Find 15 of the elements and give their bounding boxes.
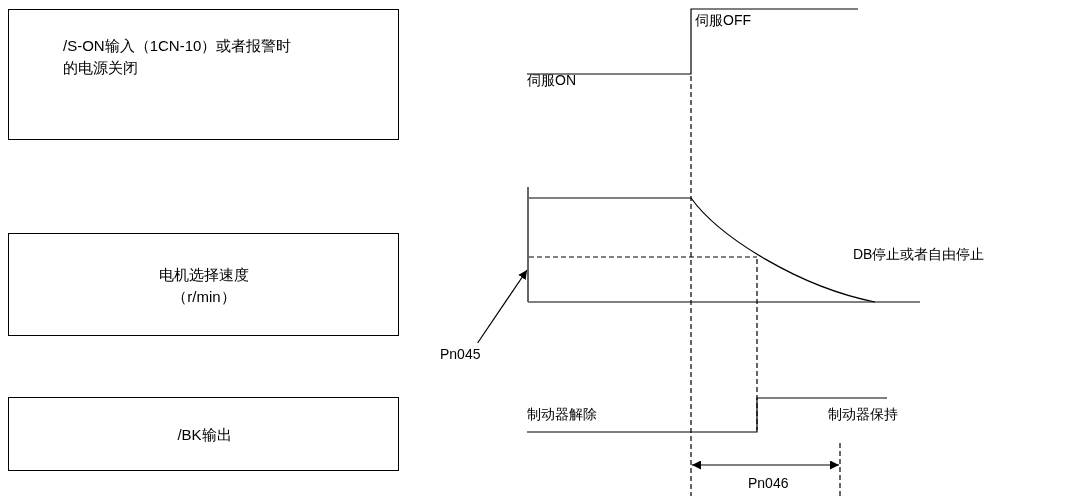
signal-state-label: 伺服OFF (695, 11, 751, 30)
speed-box (8, 233, 399, 336)
box-label: /BK输出 (176, 425, 233, 445)
box-label: 电机选择速度（r/min） (158, 265, 250, 307)
stop-mode-label: DB停止或者自由停止 (853, 245, 985, 264)
brake-state-label: 制动器解除 (527, 405, 597, 424)
speed-axis (527, 187, 529, 302)
dimension-label: Pn046 (748, 474, 789, 493)
output-box (8, 397, 399, 471)
signal-state-label: 伺服ON (527, 71, 576, 90)
leader-line (477, 269, 528, 344)
box-label: /S-ON输入（1CN-10）或者报警时的电源关闭 (63, 36, 293, 78)
parameter-label: Pn045 (440, 345, 482, 364)
signal-box (8, 9, 399, 140)
brake-state-label: 制动器保持 (828, 405, 898, 424)
